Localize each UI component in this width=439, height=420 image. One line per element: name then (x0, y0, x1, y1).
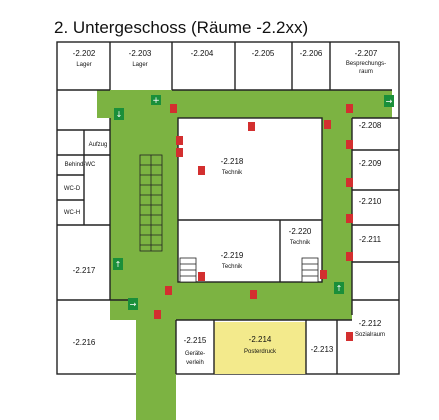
small-stairs-right-icon (301, 257, 319, 283)
exit-sign-icon: → (128, 298, 138, 310)
right-room-walls (351, 117, 399, 315)
room-2-207-number: -2.207 (355, 49, 378, 58)
fire-extinguisher-icon (346, 104, 353, 113)
room-2-212-label: Sozialraum (355, 332, 385, 338)
svg-text:↑: ↑ (336, 284, 343, 293)
first-aid-icon: + (151, 95, 161, 106)
bottom-room-walls (175, 299, 399, 374)
fire-extinguisher-icon (346, 214, 353, 223)
room-2-205-number: -2.205 (252, 49, 275, 58)
fire-extinguisher-icon (346, 252, 353, 261)
fire-extinguisher-icon (324, 120, 331, 129)
room-2-215-number: -2.215 (184, 336, 207, 345)
room-2-219-number: -2.219 (221, 251, 244, 260)
room-2-217-number: -2.217 (73, 266, 96, 275)
fire-extinguisher-icon (154, 310, 161, 319)
fire-extinguisher-icon (176, 148, 183, 157)
room-2-214-fill (214, 322, 306, 374)
room-2-214-label: Posterdruck (244, 349, 277, 355)
fire-extinguisher-icon (248, 122, 255, 131)
room-2-212-number: -2.212 (359, 319, 382, 328)
room-2-209-number: -2.209 (359, 159, 382, 168)
wc-d-label: WC-D (64, 186, 81, 192)
floor-title: 2. Untergeschoss (Räume -2.2xx) (54, 18, 308, 37)
fire-equipment-markers (154, 104, 353, 341)
fire-extinguisher-icon (165, 286, 172, 295)
room-2-210-number: -2.210 (359, 197, 382, 206)
fire-extinguisher-icon (320, 270, 327, 279)
svg-text:↓: ↓ (116, 110, 123, 119)
room-2-218-number: -2.218 (221, 157, 244, 166)
fire-hose-icon (198, 166, 205, 175)
room-2-203-number: -2.203 (129, 49, 152, 58)
behind-wc-label: Behind-WC (65, 162, 96, 168)
room-2-203-label: Lager (132, 62, 147, 68)
room-2-207-label-line1: Besprechungs- (346, 61, 386, 67)
fire-extinguisher-icon (346, 178, 353, 187)
small-stairs-left-icon (179, 257, 197, 283)
room-2-211-number: -2.211 (359, 235, 382, 244)
fire-extinguisher-icon (250, 290, 257, 299)
room-2-202-label: Lager (76, 62, 91, 68)
fire-extinguisher-icon (176, 136, 183, 145)
exit-sign-icon: → (384, 95, 394, 107)
fire-extinguisher-icon (346, 332, 353, 341)
exit-sign-icon: ↑ (334, 282, 344, 294)
room-2-202-number: -2.202 (73, 49, 96, 58)
stairs-icon (139, 154, 163, 252)
exit-signs: ↓ ↑ → → ↑ + (113, 95, 394, 310)
room-2-215-label-line2: verleih (186, 360, 204, 366)
room-2-204-number: -2.204 (191, 49, 214, 58)
svg-text:→: → (130, 300, 137, 309)
room-2-207-label-line2: raum (359, 69, 373, 75)
fire-extinguisher-icon (170, 104, 177, 113)
room-2-215-label-line1: Geräte- (185, 351, 205, 357)
room-2-208-number: -2.208 (359, 121, 382, 130)
central-block (177, 117, 323, 283)
top-room-walls (57, 42, 392, 91)
room-2-220-label: Technik (290, 240, 311, 246)
svg-text:+: + (152, 96, 160, 106)
room-2-220-number: -2.220 (289, 227, 312, 236)
aufzug-label: Aufzug (89, 142, 108, 148)
svg-text:→: → (386, 97, 393, 106)
room-2-218-label: Technik (222, 170, 243, 176)
fire-hose-icon (198, 272, 205, 281)
room-2-206-number: -2.206 (300, 49, 323, 58)
room-2-213-number: -2.213 (311, 345, 334, 354)
fire-extinguisher-icon (346, 140, 353, 149)
room-2-214-number: -2.214 (249, 335, 272, 344)
room-2-216-number: -2.216 (73, 338, 96, 347)
wc-h-label: WC-H (64, 210, 80, 216)
svg-text:↑: ↑ (115, 260, 122, 269)
room-labels: -2.202 Lager -2.203 Lager -2.204 -2.205 … (64, 49, 386, 366)
exit-sign-icon: ↓ (114, 108, 124, 120)
room-2-219-label: Technik (222, 264, 243, 270)
exit-sign-icon: ↑ (113, 258, 123, 270)
left-room-walls (57, 118, 136, 301)
